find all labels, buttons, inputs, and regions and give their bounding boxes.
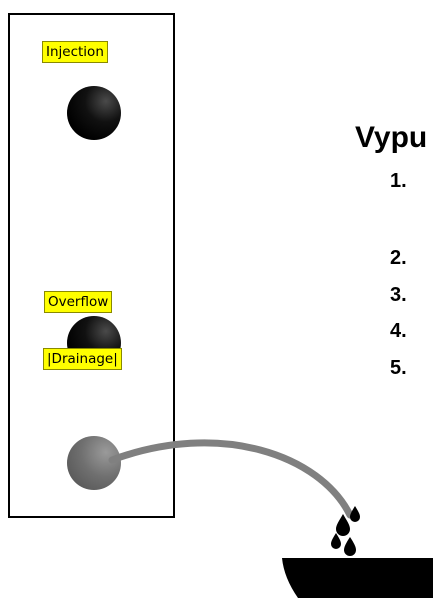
collection-bowl: [282, 558, 433, 598]
water-drop-icon: [331, 533, 341, 549]
valve-panel: Injection Overflow |Drainage|: [8, 13, 175, 518]
overflow-label: Overflow: [44, 291, 113, 313]
step-number: 2.: [390, 247, 407, 269]
injection-knob-icon[interactable]: [67, 86, 121, 140]
step-number: 1.: [390, 170, 407, 192]
injection-label: Injection: [42, 41, 108, 63]
drain-hose: [108, 439, 354, 519]
drainage-label: |Drainage|: [43, 348, 122, 370]
water-drop-icon: [336, 514, 350, 536]
slide-heading: Vypu: [355, 121, 428, 154]
step-number: 4.: [390, 320, 407, 342]
step-number: 5.: [390, 357, 407, 379]
step-number: 3.: [390, 284, 407, 306]
water-drop-icon: [344, 537, 356, 556]
water-drop-icon: [350, 506, 360, 522]
